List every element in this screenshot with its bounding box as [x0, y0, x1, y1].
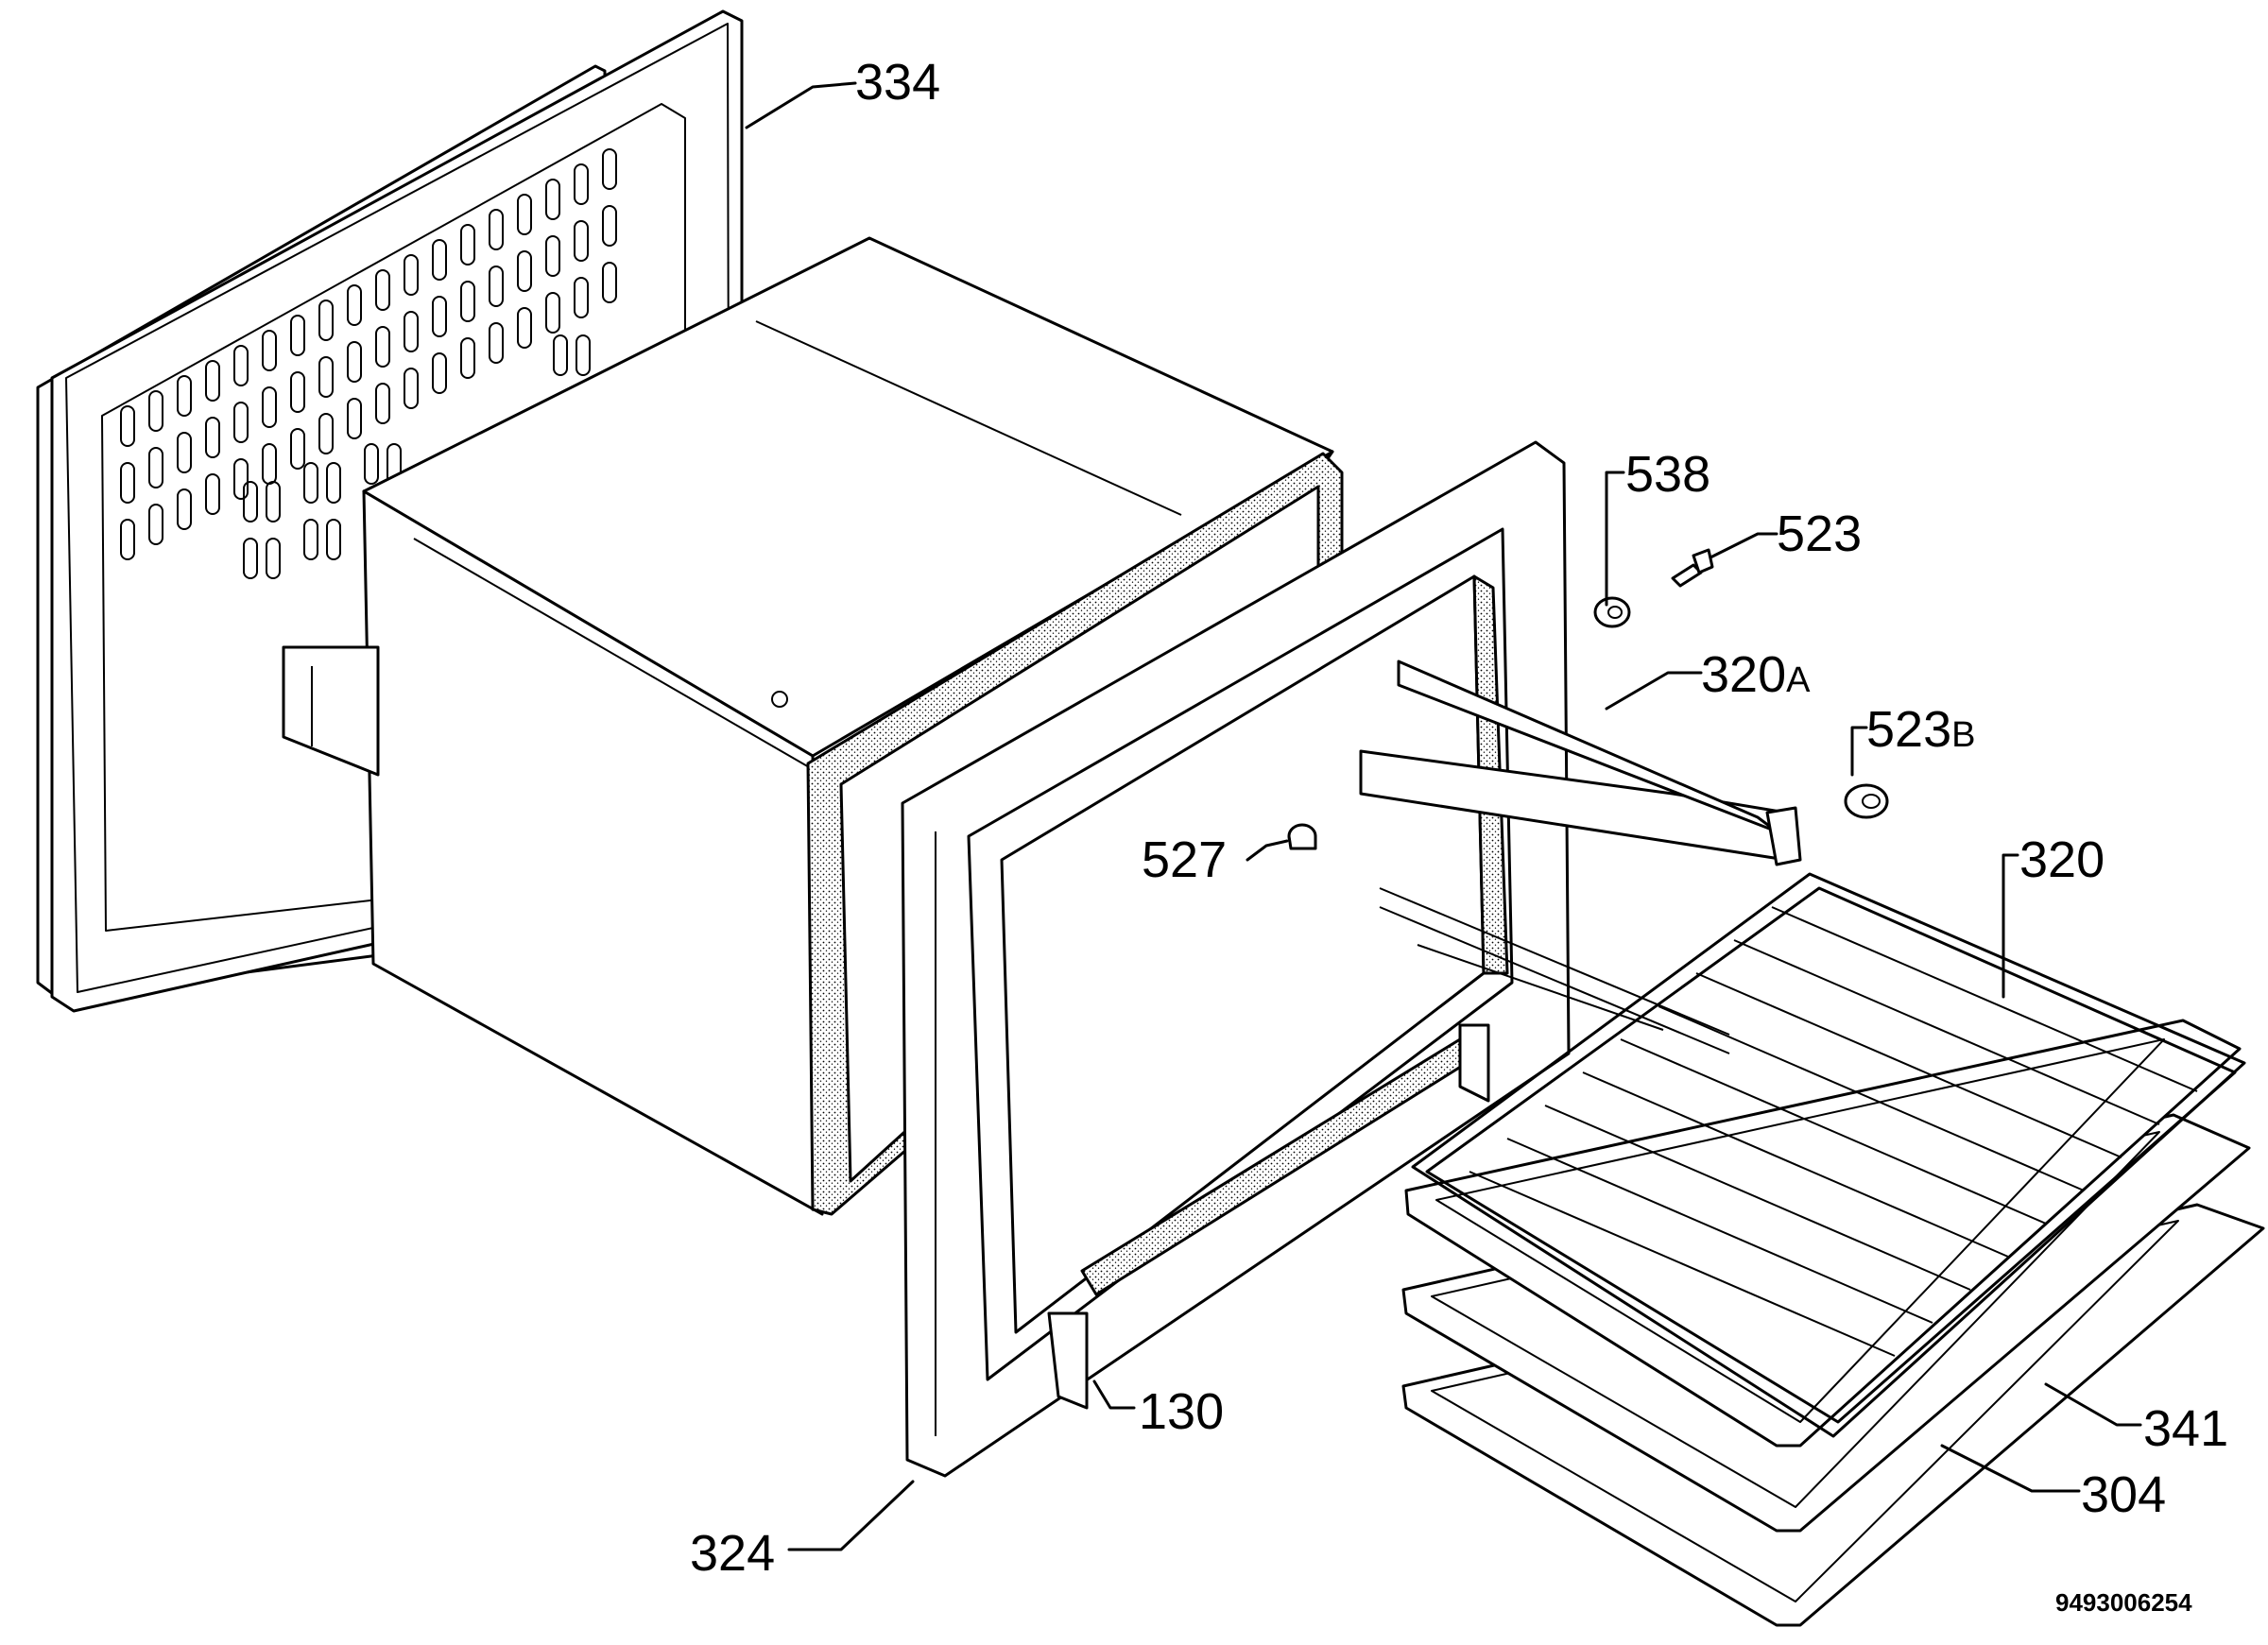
grommet-538 — [1593, 596, 1631, 628]
drawing-code: 9493006254 — [2055, 1588, 2192, 1617]
screw-523 — [1671, 548, 1714, 588]
shelf-runner-320A — [1359, 660, 1802, 1054]
label-130: 130 — [1139, 1383, 1224, 1440]
label-341: 341 — [2143, 1400, 2228, 1457]
vent-slots — [120, 148, 617, 579]
label-523: 523 — [1777, 505, 1862, 562]
label-320A: 320A — [1701, 646, 1811, 703]
leader-lines — [745, 81, 2142, 1551]
label-304: 304 — [2081, 1466, 2166, 1523]
label-527: 527 — [1142, 831, 1227, 888]
label-334: 334 — [855, 54, 940, 111]
tray-top — [1404, 1019, 2242, 1448]
part-labels: 334 538 523 320A 523B 527 320 130 341 30… — [690, 54, 2228, 1617]
label-324: 324 — [690, 1525, 775, 1582]
knob-527 — [1287, 823, 1317, 850]
wire-shelf-320 — [1411, 872, 2246, 1438]
grommet-523B — [1844, 783, 1889, 819]
label-320: 320 — [2019, 831, 2105, 888]
label-538: 538 — [1625, 446, 1710, 503]
label-523B: 523B — [1866, 701, 1975, 758]
